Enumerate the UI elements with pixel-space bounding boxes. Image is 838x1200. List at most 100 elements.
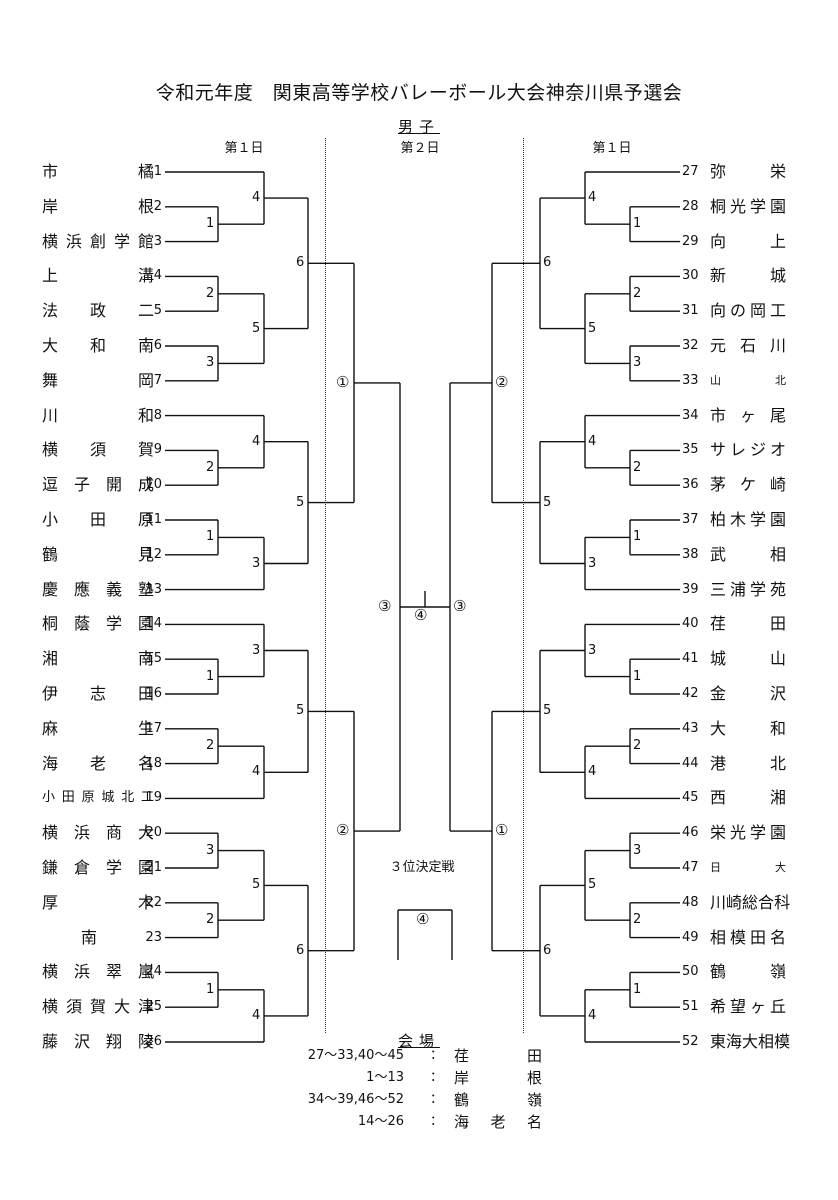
team-name-char: 模 <box>729 927 746 947</box>
team-name-char: 山 <box>710 373 721 387</box>
team-number: 4 <box>153 268 162 284</box>
team-name-char: 小 <box>42 790 56 806</box>
team-name-char: 湘 <box>769 788 786 808</box>
team-number: 39 <box>682 581 699 597</box>
third-place-label: ３位決定戦 <box>389 860 455 875</box>
team-name-char: 逗 <box>42 475 59 495</box>
team-name-char: 慶 <box>42 579 59 599</box>
team-name: 市ヶ尾 <box>710 404 786 428</box>
team-name-char: 園 <box>769 823 786 843</box>
team-number: 46 <box>682 825 699 841</box>
match-number: 4 <box>588 190 597 206</box>
team-name-char: 鶴 <box>710 962 727 982</box>
team-name-char: 弥 <box>710 162 727 181</box>
team-name-char: ヶ <box>739 405 756 425</box>
team-name: 柏木学園 <box>710 508 786 532</box>
team-name-char: 桐 <box>710 196 727 216</box>
team-name: 逗子開成 <box>42 473 154 497</box>
team-number: 29 <box>682 233 699 249</box>
day-header-right: 第１日 <box>592 141 632 156</box>
team-name-char: 沢 <box>769 684 786 703</box>
divider-left <box>325 138 326 1033</box>
match-number: 5 <box>296 494 305 510</box>
team-name-char: 相 <box>769 544 786 564</box>
team-number: 17 <box>145 720 162 736</box>
team-name-char: 木 <box>729 510 746 529</box>
team-number: 30 <box>682 268 699 284</box>
team-name-char: 上 <box>769 231 786 251</box>
venue-range: 34～39,46～52 <box>307 1092 404 1107</box>
match-number: 4 <box>252 433 261 449</box>
day2-match-number: ① <box>495 821 509 840</box>
team-name-char: 北 <box>775 373 786 387</box>
team-name-char: 栄 <box>710 823 727 843</box>
match-number: 5 <box>252 877 261 893</box>
team-number: 6 <box>153 338 162 353</box>
team-name: 湘南 <box>42 647 154 671</box>
team-name-char: 横 <box>42 440 59 460</box>
day2-match-number: ③ <box>453 597 467 615</box>
team-number: 42 <box>682 686 699 701</box>
venue-row: 14～26：海老名 <box>240 1111 620 1133</box>
team-name-char: 大 <box>137 823 154 843</box>
team-name-char: 日 <box>710 861 721 874</box>
team-name-char: 城 <box>769 266 786 286</box>
team-number: 8 <box>153 407 162 423</box>
right-team-row: 市ヶ尾 34 <box>682 404 802 428</box>
team-name: 鶴嶺 <box>710 960 786 984</box>
team-name-char: 市 <box>710 405 727 425</box>
team-name: 鎌倉学園 <box>42 856 154 880</box>
team-name-char: 大 <box>710 718 727 738</box>
team-name: 元石川 <box>710 334 786 358</box>
team-name-char: ジ <box>749 440 766 460</box>
team-number: 9 <box>153 442 162 458</box>
team-name-char: 賀 <box>137 440 154 460</box>
team-number: 44 <box>682 755 699 771</box>
team-name-char: 舞 <box>42 370 59 390</box>
team-name-char: 南 <box>137 336 154 355</box>
venue-row: 34～39,46～52：鶴嶺 <box>240 1089 620 1111</box>
day2-match-number: ④ <box>416 910 430 928</box>
team-name-char: 相 <box>758 1032 775 1051</box>
team-name: 金沢 <box>710 682 786 706</box>
team-name: 山北 <box>710 369 786 393</box>
team-number: 34 <box>682 407 699 423</box>
team-name-char: 元 <box>710 336 727 355</box>
team-number: 14 <box>145 616 162 632</box>
team-name-char: 合 <box>758 892 775 912</box>
day2-match-number: ③ <box>378 597 392 615</box>
team-name-char: 光 <box>729 823 746 843</box>
team-number: 41 <box>682 651 699 667</box>
match-number: 4 <box>588 1007 597 1023</box>
team-name: 桐光学園 <box>710 195 786 219</box>
match-number: 4 <box>252 190 261 206</box>
match-number: 2 <box>633 285 642 301</box>
day2-match-number: ② <box>336 821 350 840</box>
team-name-char: 老 <box>89 753 106 773</box>
team-name-char: 子 <box>73 475 90 495</box>
team-name-char: 相 <box>710 927 727 947</box>
team-name-char: 成 <box>137 475 154 495</box>
team-name: 藤沢翔陵 <box>42 1030 154 1054</box>
team-name: 麻生 <box>42 717 154 741</box>
team-name-char: 学 <box>105 858 122 877</box>
match-number: 3 <box>252 642 261 658</box>
team-number: 25 <box>145 999 162 1015</box>
team-name: 海老名 <box>42 752 154 776</box>
team-name-char: 政 <box>89 301 106 321</box>
team-name-char: 岡 <box>749 301 766 321</box>
team-name-char: 湘 <box>42 649 59 669</box>
